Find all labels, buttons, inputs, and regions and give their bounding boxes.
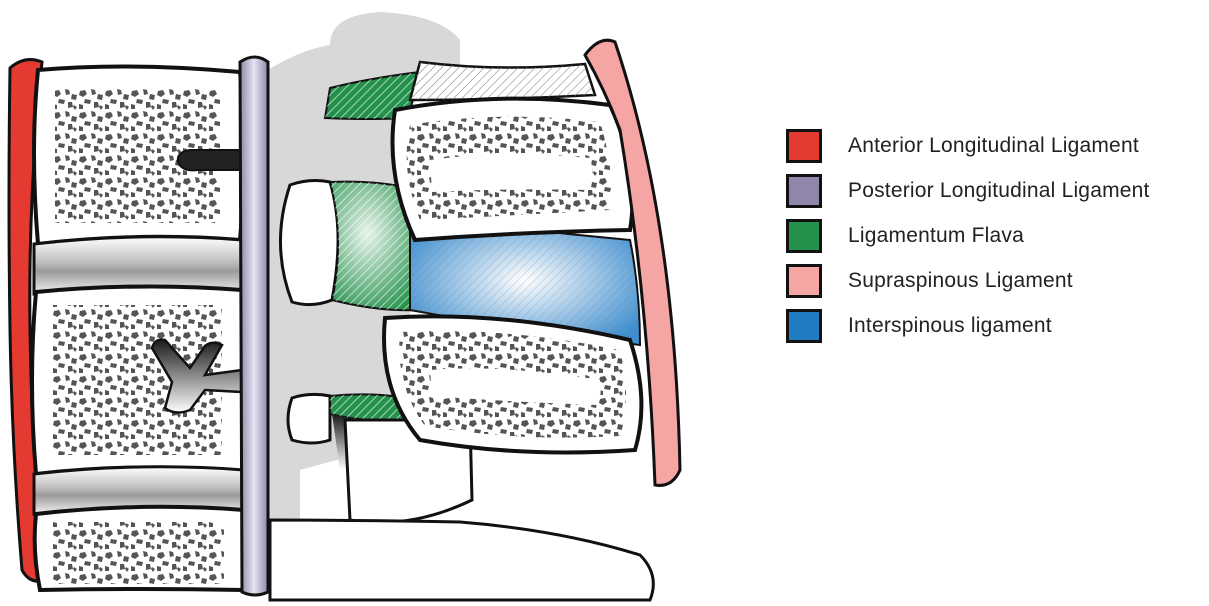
articular-process-upper (280, 181, 338, 305)
posterior-longitudinal-ligament (240, 57, 268, 595)
legend-label-supraspinous: Supraspinous Ligament (848, 269, 1073, 293)
legend-item-interspinous: Interspinous ligament (786, 304, 1150, 347)
legend: Anterior Longitudinal Ligament Posterior… (786, 124, 1150, 349)
basivertebral-notch-upper (178, 150, 242, 170)
legend-swatch-posterior (786, 174, 822, 208)
legend-swatch-interspinous (786, 309, 822, 343)
legend-label-flava: Ligamentum Flava (848, 224, 1024, 248)
legend-label-posterior: Posterior Longitudinal Ligament (848, 179, 1150, 203)
bone-texture-lower (52, 522, 224, 584)
legend-swatch-anterior (786, 129, 822, 163)
spinous-process-bottom (270, 520, 653, 600)
articular-process-lower (288, 394, 330, 443)
legend-label-interspinous: Interspinous ligament (848, 314, 1052, 338)
legend-label-anterior: Anterior Longitudinal Ligament (848, 134, 1139, 158)
interspinous-upper-hatch (410, 62, 595, 100)
legend-swatch-supraspinous (786, 264, 822, 298)
legend-item-flava: Ligamentum Flava (786, 214, 1150, 257)
legend-item-anterior: Anterior Longitudinal Ligament (786, 124, 1150, 167)
legend-item-supraspinous: Supraspinous Ligament (786, 259, 1150, 302)
legend-item-posterior: Posterior Longitudinal Ligament (786, 169, 1150, 212)
legend-swatch-flava (786, 219, 822, 253)
